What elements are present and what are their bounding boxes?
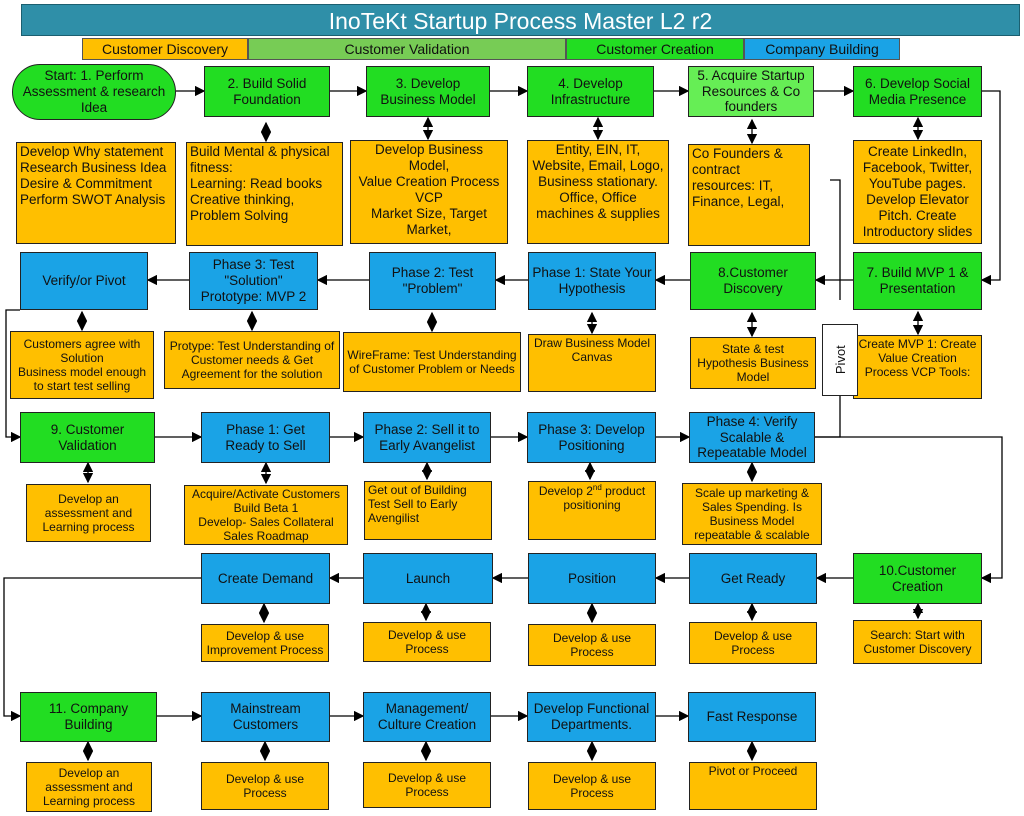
- legend-customer-validation: Customer Validation: [248, 38, 566, 60]
- note-mainstream: Develop & use Process: [201, 762, 329, 810]
- step-1-start: Start: 1. Perform Assessment & research …: [12, 64, 176, 120]
- cd-phase-2: Phase 2: Test "Problem": [369, 252, 496, 310]
- legend-customer-discovery: Customer Discovery: [82, 38, 248, 60]
- legend-company-building: Company Building: [744, 38, 900, 60]
- note-4: Entity, EIN, IT, Website, Email, Logo, B…: [527, 140, 669, 244]
- step-9-customer-validation: 9. Customer Validation: [20, 412, 155, 463]
- arrow-verify-s9: [5, 309, 22, 443]
- launch: Launch: [363, 553, 493, 604]
- note-6: Create LinkedIn, Facebook, Twitter, YouT…: [853, 140, 982, 244]
- note-functional: Develop & use Process: [528, 762, 656, 810]
- note-1: Develop Why statement Research Business …: [16, 142, 176, 244]
- note-cv-phase-1: Acquire/Activate Customers Build Beta 1 …: [184, 485, 348, 545]
- step-2-build-foundation: 2. Build Solid Foundation: [204, 66, 330, 117]
- note-cv-phase-4: Scale up marketing & Sales Spending. Is …: [682, 483, 822, 545]
- note-3: Develop Business Model, Value Creation P…: [350, 140, 508, 244]
- arrow-cvph4-s10: [815, 436, 1003, 584]
- cv-phase-2: Phase 2: Sell it to Early Avangelist: [363, 412, 491, 463]
- note-cd-phase-1: Draw Business Model Canvas: [528, 334, 656, 392]
- create-demand: Create Demand: [201, 553, 330, 604]
- note-verify: Customers agree with Solution Business m…: [10, 331, 154, 399]
- note-11: Develop an assessment and Learning proce…: [26, 762, 152, 812]
- management-culture: Management/ Culture Creation: [363, 692, 491, 742]
- step-11-company-building: 11. Company Building: [20, 692, 157, 742]
- diagram-title: InoTeKt Startup Process Master L2 r2: [21, 4, 1020, 36]
- note-cv-phase-3: Develop 2nd product positioning: [528, 481, 656, 540]
- step-5-acquire-resources: 5. Acquire Startup Resources & Co founde…: [688, 66, 814, 117]
- note-fast-response: Pivot or Proceed: [689, 762, 817, 810]
- arrow-s6-s7: [980, 90, 1001, 286]
- step-7-build-mvp: 7. Build MVP 1 & Presentation: [853, 252, 982, 310]
- note-cd-phase-3: Protype: Test Understanding of Customer …: [164, 331, 340, 389]
- cd-phase-1: Phase 1: State Your Hypothesis: [528, 252, 656, 310]
- cv-phase-1: Phase 1: Get Ready to Sell: [201, 412, 330, 463]
- step-8-customer-discovery: 8.Customer Discovery: [690, 252, 816, 310]
- fast-response: Fast Response: [688, 692, 816, 742]
- pivot-label: Pivot: [822, 324, 858, 396]
- cd-phase-3: Phase 3: Test "Solution" Prototype: MVP …: [189, 252, 318, 310]
- legend-customer-creation: Customer Creation: [566, 38, 744, 60]
- functional-departments: Develop Functional Departments.: [527, 692, 656, 742]
- step-10-customer-creation: 10.Customer Creation: [853, 553, 982, 604]
- note-8: State & test Hypothesis Business Model: [690, 337, 816, 389]
- mainstream-customers: Mainstream Customers: [201, 692, 330, 742]
- get-ready: Get Ready: [689, 553, 817, 604]
- arrow-demand-s11: [3, 577, 201, 722]
- cv-phase-3: Phase 3: Develop Positioning: [527, 412, 656, 463]
- step-4-infrastructure: 4. Develop Infrastructure: [527, 66, 654, 117]
- note-7: Create MVP 1: Create Value Creation Proc…: [853, 335, 982, 399]
- position: Position: [528, 553, 656, 604]
- note-create-demand: Develop & use Improvement Process: [201, 624, 329, 662]
- note-5: Co Founders & contract resources: IT, Fi…: [688, 144, 810, 246]
- note-get-ready: Develop & use Process: [689, 622, 817, 664]
- note-10: Search: Start with Customer Discovery: [853, 620, 982, 664]
- note-cd-phase-2: WireFrame: Test Understanding of Custome…: [343, 332, 521, 392]
- cv-phase-4: Phase 4: Verify Scalable & Repeatable Mo…: [689, 412, 815, 463]
- note-2: Build Mental & physical fitness: Learnin…: [186, 142, 343, 246]
- verify-or-pivot: Verify/or Pivot: [20, 252, 148, 310]
- note-9: Develop an assessment and Learning proce…: [26, 484, 151, 542]
- note-management: Develop & use Process: [363, 762, 491, 808]
- step-3-business-model: 3. Develop Business Model: [366, 66, 490, 117]
- step-6-social-media: 6. Develop Social Media Presence: [853, 66, 982, 117]
- note-position: Develop & use Process: [528, 624, 656, 666]
- note-cv-phase-2: Get out of Building Test Sell to Early A…: [364, 481, 492, 540]
- pivot-loop: [830, 179, 841, 300]
- note-launch: Develop & use Process: [363, 622, 491, 662]
